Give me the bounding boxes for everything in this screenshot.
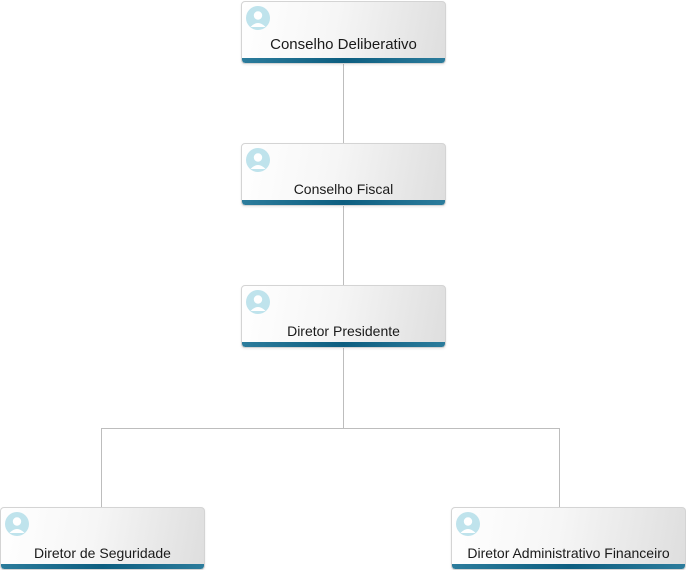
user-avatar-icon: [456, 512, 480, 536]
user-avatar-icon: [246, 290, 270, 314]
node-label: Conselho Fiscal: [293, 181, 394, 197]
node-diretor-presidente[interactable]: Diretor Presidente: [241, 285, 446, 348]
user-avatar-icon: [246, 148, 270, 172]
node-label: Conselho Deliberativo: [270, 36, 417, 53]
user-avatar-icon: [5, 512, 29, 536]
node-diretor-adm-financeiro[interactable]: Diretor Administrativo Financeiro: [451, 507, 686, 570]
node-label: Diretor Presidente: [287, 323, 400, 339]
node-diretor-seguridade[interactable]: Diretor de Seguridade: [0, 507, 205, 570]
node-conselho-deliberativo[interactable]: Conselho Deliberativo: [241, 1, 446, 64]
node-label: Diretor Administrativo Financeiro: [467, 545, 670, 561]
node-label: Diretor de Seguridade: [34, 545, 171, 561]
node-conselho-fiscal[interactable]: Conselho Fiscal: [241, 143, 446, 206]
user-avatar-icon: [246, 6, 270, 30]
